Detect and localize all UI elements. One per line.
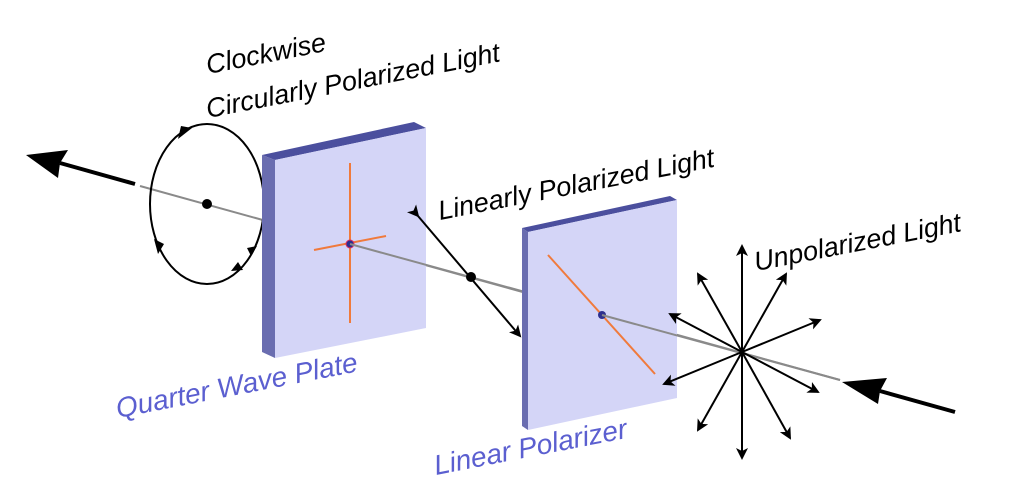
unpolarized-ray xyxy=(697,351,743,432)
outgoing-beam-arrowhead xyxy=(26,150,68,178)
unpolarized-light-star xyxy=(662,244,822,460)
unpolarized-ray xyxy=(741,318,822,353)
circular-arrowhead-right xyxy=(247,246,257,256)
label-quarter-wave-plate: Quarter Wave Plate xyxy=(113,347,360,424)
beam-front-polarizer xyxy=(601,314,841,381)
quarter-wave-plate xyxy=(262,122,426,358)
unpolarized-ray xyxy=(741,351,820,393)
linear-polarizer-edge xyxy=(522,228,528,430)
linear-polarizer xyxy=(522,196,677,430)
unpolarized-ray xyxy=(697,272,743,353)
quarter-wave-plate-edge xyxy=(262,155,275,358)
label-clockwise: Clockwise xyxy=(203,27,328,80)
unpolarized-ray xyxy=(741,351,791,440)
quarter-wave-plate-top xyxy=(262,122,426,160)
label-unpolarized-light: Unpolarized Light xyxy=(751,207,964,277)
circular-arrowhead-top xyxy=(178,126,192,139)
circular-center-dot xyxy=(202,199,212,209)
unpolarized-ray xyxy=(668,313,743,353)
circular-arrowhead-left xyxy=(154,239,164,254)
circular-arrowhead-bottom xyxy=(231,262,243,271)
unpolarized-ray xyxy=(662,351,743,386)
outgoing-beam-arrow xyxy=(59,161,136,186)
incoming-beam-arrowhead xyxy=(842,378,887,404)
incoming-beam-arrow xyxy=(879,389,956,414)
linear-center-dot xyxy=(466,272,476,282)
linear-polarizer-top xyxy=(522,196,677,232)
unpolarized-ray xyxy=(741,272,787,353)
